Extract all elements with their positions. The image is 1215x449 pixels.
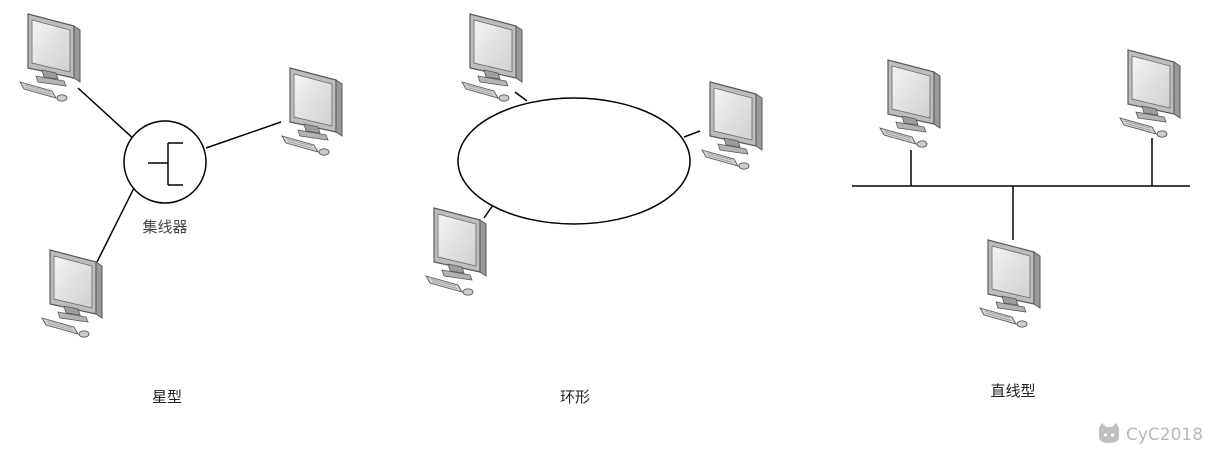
computer-icon <box>701 81 763 170</box>
hub-icon <box>123 120 207 204</box>
ring-caption: 环形 <box>560 388 590 406</box>
star-caption: 星型 <box>152 388 182 406</box>
ring-link-top <box>514 91 528 102</box>
ring-link-right <box>683 130 701 138</box>
computer-icon <box>19 13 81 102</box>
computer-icon <box>1119 49 1181 138</box>
bus-caption: 直线型 <box>990 382 1035 400</box>
watermark-text: CyC2018 <box>1126 425 1203 445</box>
computer-icon <box>425 207 487 296</box>
hub-label: 集线器 <box>142 218 187 236</box>
computer-icon <box>879 59 941 148</box>
bus-topology: 直线型 <box>852 49 1190 400</box>
computer-icon <box>461 13 523 102</box>
ring-link-left <box>483 204 494 219</box>
github-cat-icon <box>1099 423 1119 443</box>
star-link-right <box>205 121 282 149</box>
star-link-top-left <box>77 87 137 142</box>
computer-icon <box>979 239 1041 328</box>
computer-icon <box>281 67 343 156</box>
computer-icon <box>41 249 103 338</box>
ring-loop <box>457 97 691 225</box>
ring-topology: 环形 <box>425 13 763 406</box>
star-topology: 集线器 星型 <box>19 13 343 406</box>
watermark: CyC2018 <box>1099 423 1203 445</box>
star-link-bottom-left <box>96 183 137 263</box>
